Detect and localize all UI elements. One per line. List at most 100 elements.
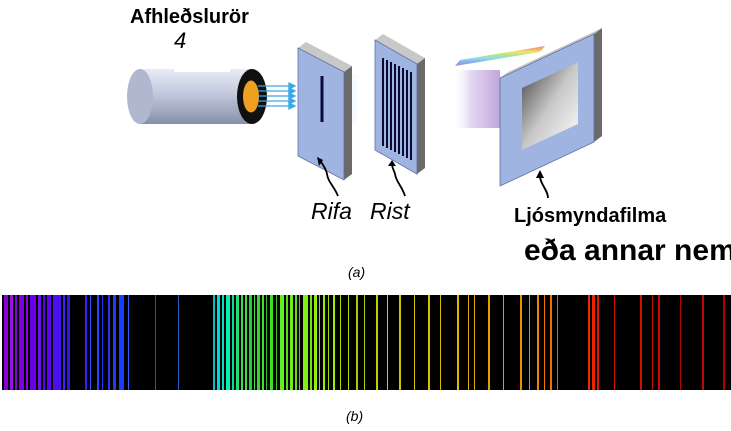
spectral-line bbox=[680, 295, 681, 390]
spectral-line bbox=[640, 295, 642, 390]
spectral-line bbox=[488, 295, 490, 390]
spectral-line bbox=[47, 295, 51, 390]
diffracted-beam bbox=[452, 70, 500, 128]
spectral-line bbox=[26, 295, 28, 390]
spectral-line bbox=[474, 295, 475, 390]
spectral-line bbox=[266, 295, 267, 390]
spectral-line bbox=[303, 295, 308, 390]
spectral-line bbox=[376, 295, 378, 390]
tube-title: Afhleðslurör bbox=[130, 6, 249, 28]
spectral-line bbox=[85, 295, 87, 390]
spectral-line bbox=[119, 295, 124, 390]
spectral-line bbox=[295, 295, 297, 390]
spectral-line bbox=[270, 295, 273, 390]
spectral-line bbox=[280, 295, 284, 390]
spectral-line bbox=[529, 295, 530, 390]
spectral-line bbox=[314, 295, 317, 390]
spectral-line bbox=[217, 295, 220, 390]
spectral-line bbox=[67, 295, 70, 390]
spectral-line bbox=[387, 295, 388, 390]
spectral-line bbox=[597, 295, 599, 390]
spectral-line bbox=[299, 295, 300, 390]
slit-label: Rifa bbox=[311, 198, 352, 224]
spectral-line bbox=[468, 295, 469, 390]
spectral-line bbox=[323, 295, 325, 390]
glowing-gas-icon bbox=[243, 80, 259, 113]
spectral-line bbox=[310, 295, 312, 390]
spectral-line bbox=[178, 295, 179, 390]
tube-number: 4 bbox=[174, 28, 187, 53]
spectral-line bbox=[348, 295, 349, 390]
caption-b: (b) bbox=[346, 408, 364, 424]
spectral-line bbox=[652, 295, 653, 390]
spectral-line bbox=[4, 295, 8, 390]
spectral-line bbox=[356, 295, 358, 390]
spectral-line bbox=[43, 295, 45, 390]
spectral-line bbox=[30, 295, 36, 390]
spectral-line bbox=[428, 295, 430, 390]
spectral-line bbox=[276, 295, 277, 390]
spectral-line bbox=[399, 295, 401, 390]
slit-plate bbox=[297, 42, 352, 181]
slit-pointer bbox=[319, 159, 339, 197]
spectral-line bbox=[53, 295, 61, 390]
spectral-line bbox=[333, 295, 335, 390]
spectral-line bbox=[15, 295, 17, 390]
spectral-line bbox=[440, 295, 441, 390]
spectral-line bbox=[232, 295, 234, 390]
spectral-line bbox=[236, 295, 239, 390]
discharge-tube bbox=[127, 66, 267, 124]
spectral-line bbox=[254, 295, 255, 390]
spectral-line bbox=[340, 295, 341, 390]
spectral-line bbox=[213, 295, 215, 390]
spectral-line bbox=[226, 295, 230, 390]
spectral-line bbox=[102, 295, 103, 390]
grating-label: Rist bbox=[370, 198, 410, 224]
spectral-line bbox=[457, 295, 459, 390]
spectral-line bbox=[90, 295, 91, 390]
spectral-line bbox=[544, 295, 545, 390]
spectral-line bbox=[702, 295, 704, 390]
spectral-line bbox=[128, 295, 129, 390]
spectral-line bbox=[10, 295, 13, 390]
spectral-line bbox=[537, 295, 539, 390]
spectral-line bbox=[588, 295, 590, 390]
spectral-line bbox=[113, 295, 116, 390]
spectral-line bbox=[520, 295, 522, 390]
spectral-line bbox=[286, 295, 288, 390]
spectral-line bbox=[557, 295, 558, 390]
spectral-line bbox=[414, 295, 415, 390]
spectral-line bbox=[614, 295, 615, 390]
spectral-line bbox=[658, 295, 660, 390]
spectral-line bbox=[723, 295, 725, 390]
film-plate bbox=[499, 28, 602, 187]
spectral-line bbox=[262, 295, 264, 390]
spectral-line bbox=[222, 295, 224, 390]
spectral-line bbox=[97, 295, 99, 390]
spectral-line bbox=[364, 295, 365, 390]
spectral-line bbox=[63, 295, 65, 390]
spectral-line bbox=[503, 295, 504, 390]
spectral-line bbox=[241, 295, 243, 390]
spectral-line bbox=[19, 295, 24, 390]
spectral-line bbox=[319, 295, 320, 390]
spectral-line bbox=[328, 295, 329, 390]
spectrum-strip bbox=[2, 295, 731, 390]
spectral-line bbox=[155, 295, 156, 390]
caption-a: (a) bbox=[348, 264, 366, 280]
spectral-line bbox=[550, 295, 552, 390]
spectral-line bbox=[592, 295, 595, 390]
spectral-line bbox=[290, 295, 293, 390]
spectral-line bbox=[108, 295, 110, 390]
film-window bbox=[522, 62, 578, 150]
spectral-line bbox=[245, 295, 247, 390]
film-label: Ljósmyndafilma bbox=[514, 205, 667, 227]
spectral-line bbox=[257, 295, 260, 390]
film-label-line2: eða annar nem bbox=[524, 234, 731, 267]
spectral-line bbox=[249, 295, 252, 390]
spectrum-rays bbox=[455, 46, 545, 66]
grating-plate bbox=[374, 34, 425, 175]
spectral-line bbox=[38, 295, 41, 390]
grating-pointer bbox=[391, 163, 406, 197]
